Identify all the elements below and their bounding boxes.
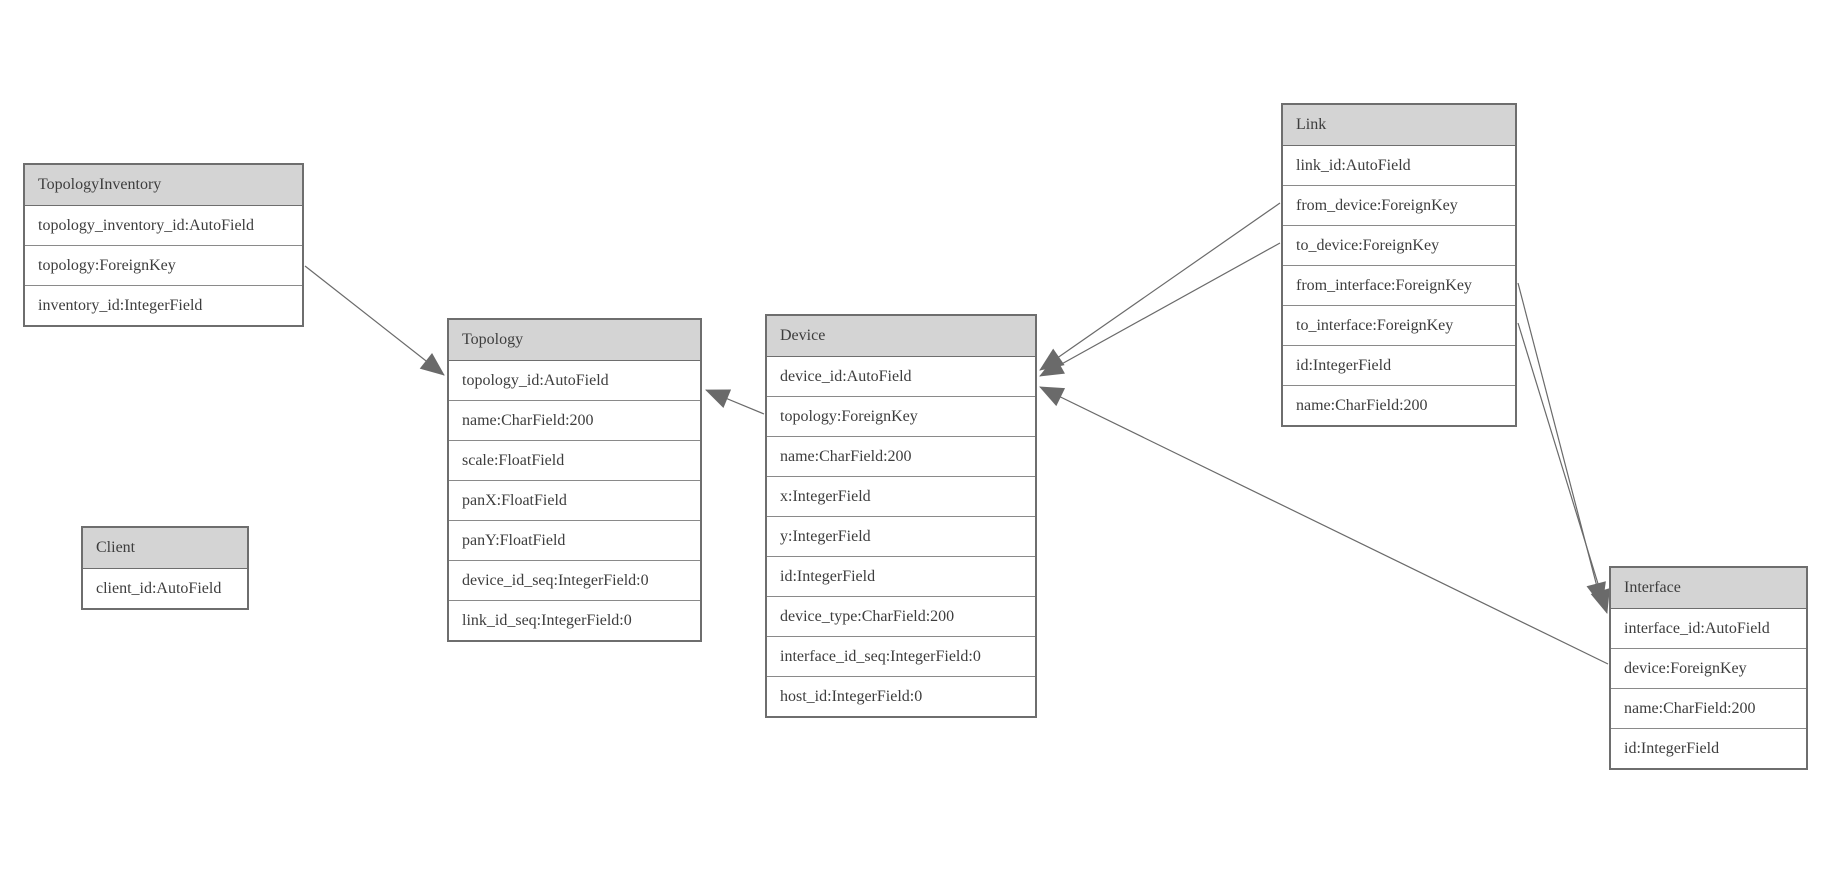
relation-link-todevice-device: [1039, 242, 1281, 377]
field-row: id:IntegerField: [1283, 346, 1515, 386]
field-row: link_id_seq:IntegerField:0: [449, 601, 700, 640]
field-row: id:IntegerField: [767, 557, 1035, 597]
field-row: topology:ForeignKey: [25, 246, 302, 286]
field-row: scale:FloatField: [449, 441, 700, 481]
field-row: to_interface:ForeignKey: [1283, 306, 1515, 346]
field-row: name:CharField:200: [449, 401, 700, 441]
field-row: interface_id_seq:IntegerField:0: [767, 637, 1035, 677]
relation-device-topology: [705, 389, 765, 415]
field-row: to_device:ForeignKey: [1283, 226, 1515, 266]
entity-title-topology: Topology: [449, 320, 700, 361]
field-row: y:IntegerField: [767, 517, 1035, 557]
field-row: device_id:AutoField: [767, 357, 1035, 397]
relation-interface-device: [1039, 386, 1609, 665]
entity-title-topology-inventory: TopologyInventory: [25, 165, 302, 206]
field-row: topology_id:AutoField: [449, 361, 700, 401]
entity-title-link: Link: [1283, 105, 1515, 146]
entity-title-interface: Interface: [1611, 568, 1806, 609]
entity-title-device: Device: [767, 316, 1035, 357]
entity-title-client: Client: [83, 528, 247, 569]
field-row: client_id:AutoField: [83, 569, 247, 608]
field-row: id:IntegerField: [1611, 729, 1806, 768]
field-row: inventory_id:IntegerField: [25, 286, 302, 325]
field-row: interface_id:AutoField: [1611, 609, 1806, 649]
field-row: from_device:ForeignKey: [1283, 186, 1515, 226]
field-row: panY:FloatField: [449, 521, 700, 561]
field-row: x:IntegerField: [767, 477, 1035, 517]
field-row: device_type:CharField:200: [767, 597, 1035, 637]
field-row: device:ForeignKey: [1611, 649, 1806, 689]
relation-link-fromdevice-device: [1039, 202, 1281, 371]
field-row: panX:FloatField: [449, 481, 700, 521]
field-row: link_id:AutoField: [1283, 146, 1515, 186]
field-row: device_id_seq:IntegerField:0: [449, 561, 700, 601]
relation-topologyinventory-topology: [304, 265, 445, 376]
field-row: topology:ForeignKey: [767, 397, 1035, 437]
field-row: host_id:IntegerField:0: [767, 677, 1035, 716]
field-row: name:CharField:200: [1283, 386, 1515, 425]
field-row: from_interface:ForeignKey: [1283, 266, 1515, 306]
field-row: topology_inventory_id:AutoField: [25, 206, 302, 246]
field-row: name:CharField:200: [1611, 689, 1806, 729]
relation-link-tointerface-interface: [1517, 322, 1610, 614]
field-row: name:CharField:200: [767, 437, 1035, 477]
